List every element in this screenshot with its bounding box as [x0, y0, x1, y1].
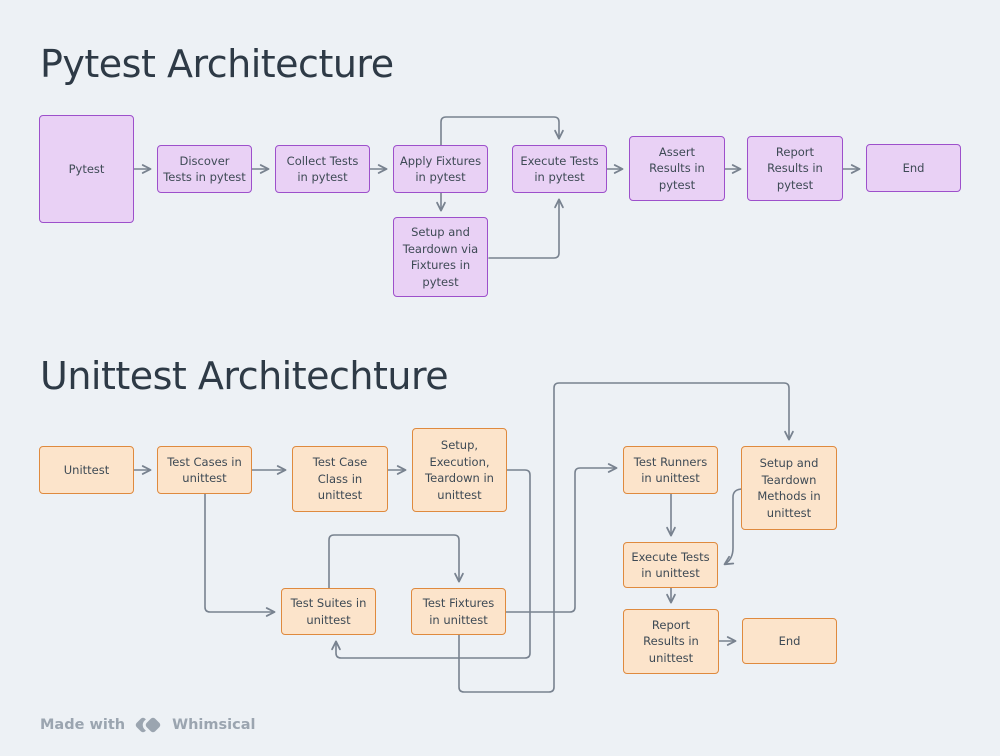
- node-test-fixtures[interactable]: Test Fixtures in unittest: [411, 588, 506, 635]
- whimsical-diamonds-icon: [134, 714, 165, 736]
- node-report-results-pytest[interactable]: Report Results in pytest: [747, 136, 843, 201]
- node-test-runners[interactable]: Test Runners in unittest: [623, 446, 718, 494]
- node-end-pytest[interactable]: End: [866, 144, 961, 192]
- connector-setup-teardown-to-execute: [488, 198, 564, 259]
- made-with-whimsical-footer[interactable]: Made with Whimsical: [40, 714, 255, 736]
- node-apply-fixtures[interactable]: Apply Fixtures in pytest: [393, 145, 488, 193]
- node-execute-tests-pytest[interactable]: Execute Tests in pytest: [512, 145, 607, 193]
- node-setup-teardown-fixtures[interactable]: Setup and Teardown via Fixtures in pytes…: [393, 217, 488, 297]
- unittest-section-title: Unittest Architechture: [40, 354, 449, 398]
- connector-apply-to-execute: [440, 116, 564, 146]
- node-test-suites[interactable]: Test Suites in unittest: [281, 588, 376, 635]
- node-setup-teardown-methods[interactable]: Setup and Teardown Methods in unittest: [741, 446, 837, 530]
- node-setup-execution-teardown[interactable]: Setup, Execution, Teardown in unittest: [412, 428, 507, 512]
- node-unittest-start[interactable]: Unittest: [39, 446, 134, 494]
- node-report-results-unittest[interactable]: Report Results in unittest: [623, 609, 719, 674]
- node-execute-tests-unittest[interactable]: Execute Tests in unittest: [623, 542, 718, 588]
- made-with-label: Made with: [40, 717, 126, 733]
- node-test-cases[interactable]: Test Cases in unittest: [157, 446, 252, 494]
- whimsical-brand-label: Whimsical: [172, 717, 256, 733]
- node-collect-tests[interactable]: Collect Tests in pytest: [275, 145, 370, 193]
- pytest-section-title: Pytest Architecture: [40, 42, 394, 86]
- node-pytest-start[interactable]: Pytest: [39, 115, 134, 223]
- connector-suites-to-fixtures: [328, 534, 464, 589]
- connector-fixtures-to-runners: [505, 463, 618, 613]
- node-discover-tests[interactable]: Discover Tests in pytest: [157, 145, 252, 193]
- node-test-case-class[interactable]: Test Case Class in unittest: [292, 446, 388, 512]
- connector-test-cases-to-suites: [204, 493, 276, 617]
- node-end-unittest[interactable]: End: [742, 618, 837, 664]
- node-assert-results[interactable]: Assert Results in pytest: [629, 136, 725, 201]
